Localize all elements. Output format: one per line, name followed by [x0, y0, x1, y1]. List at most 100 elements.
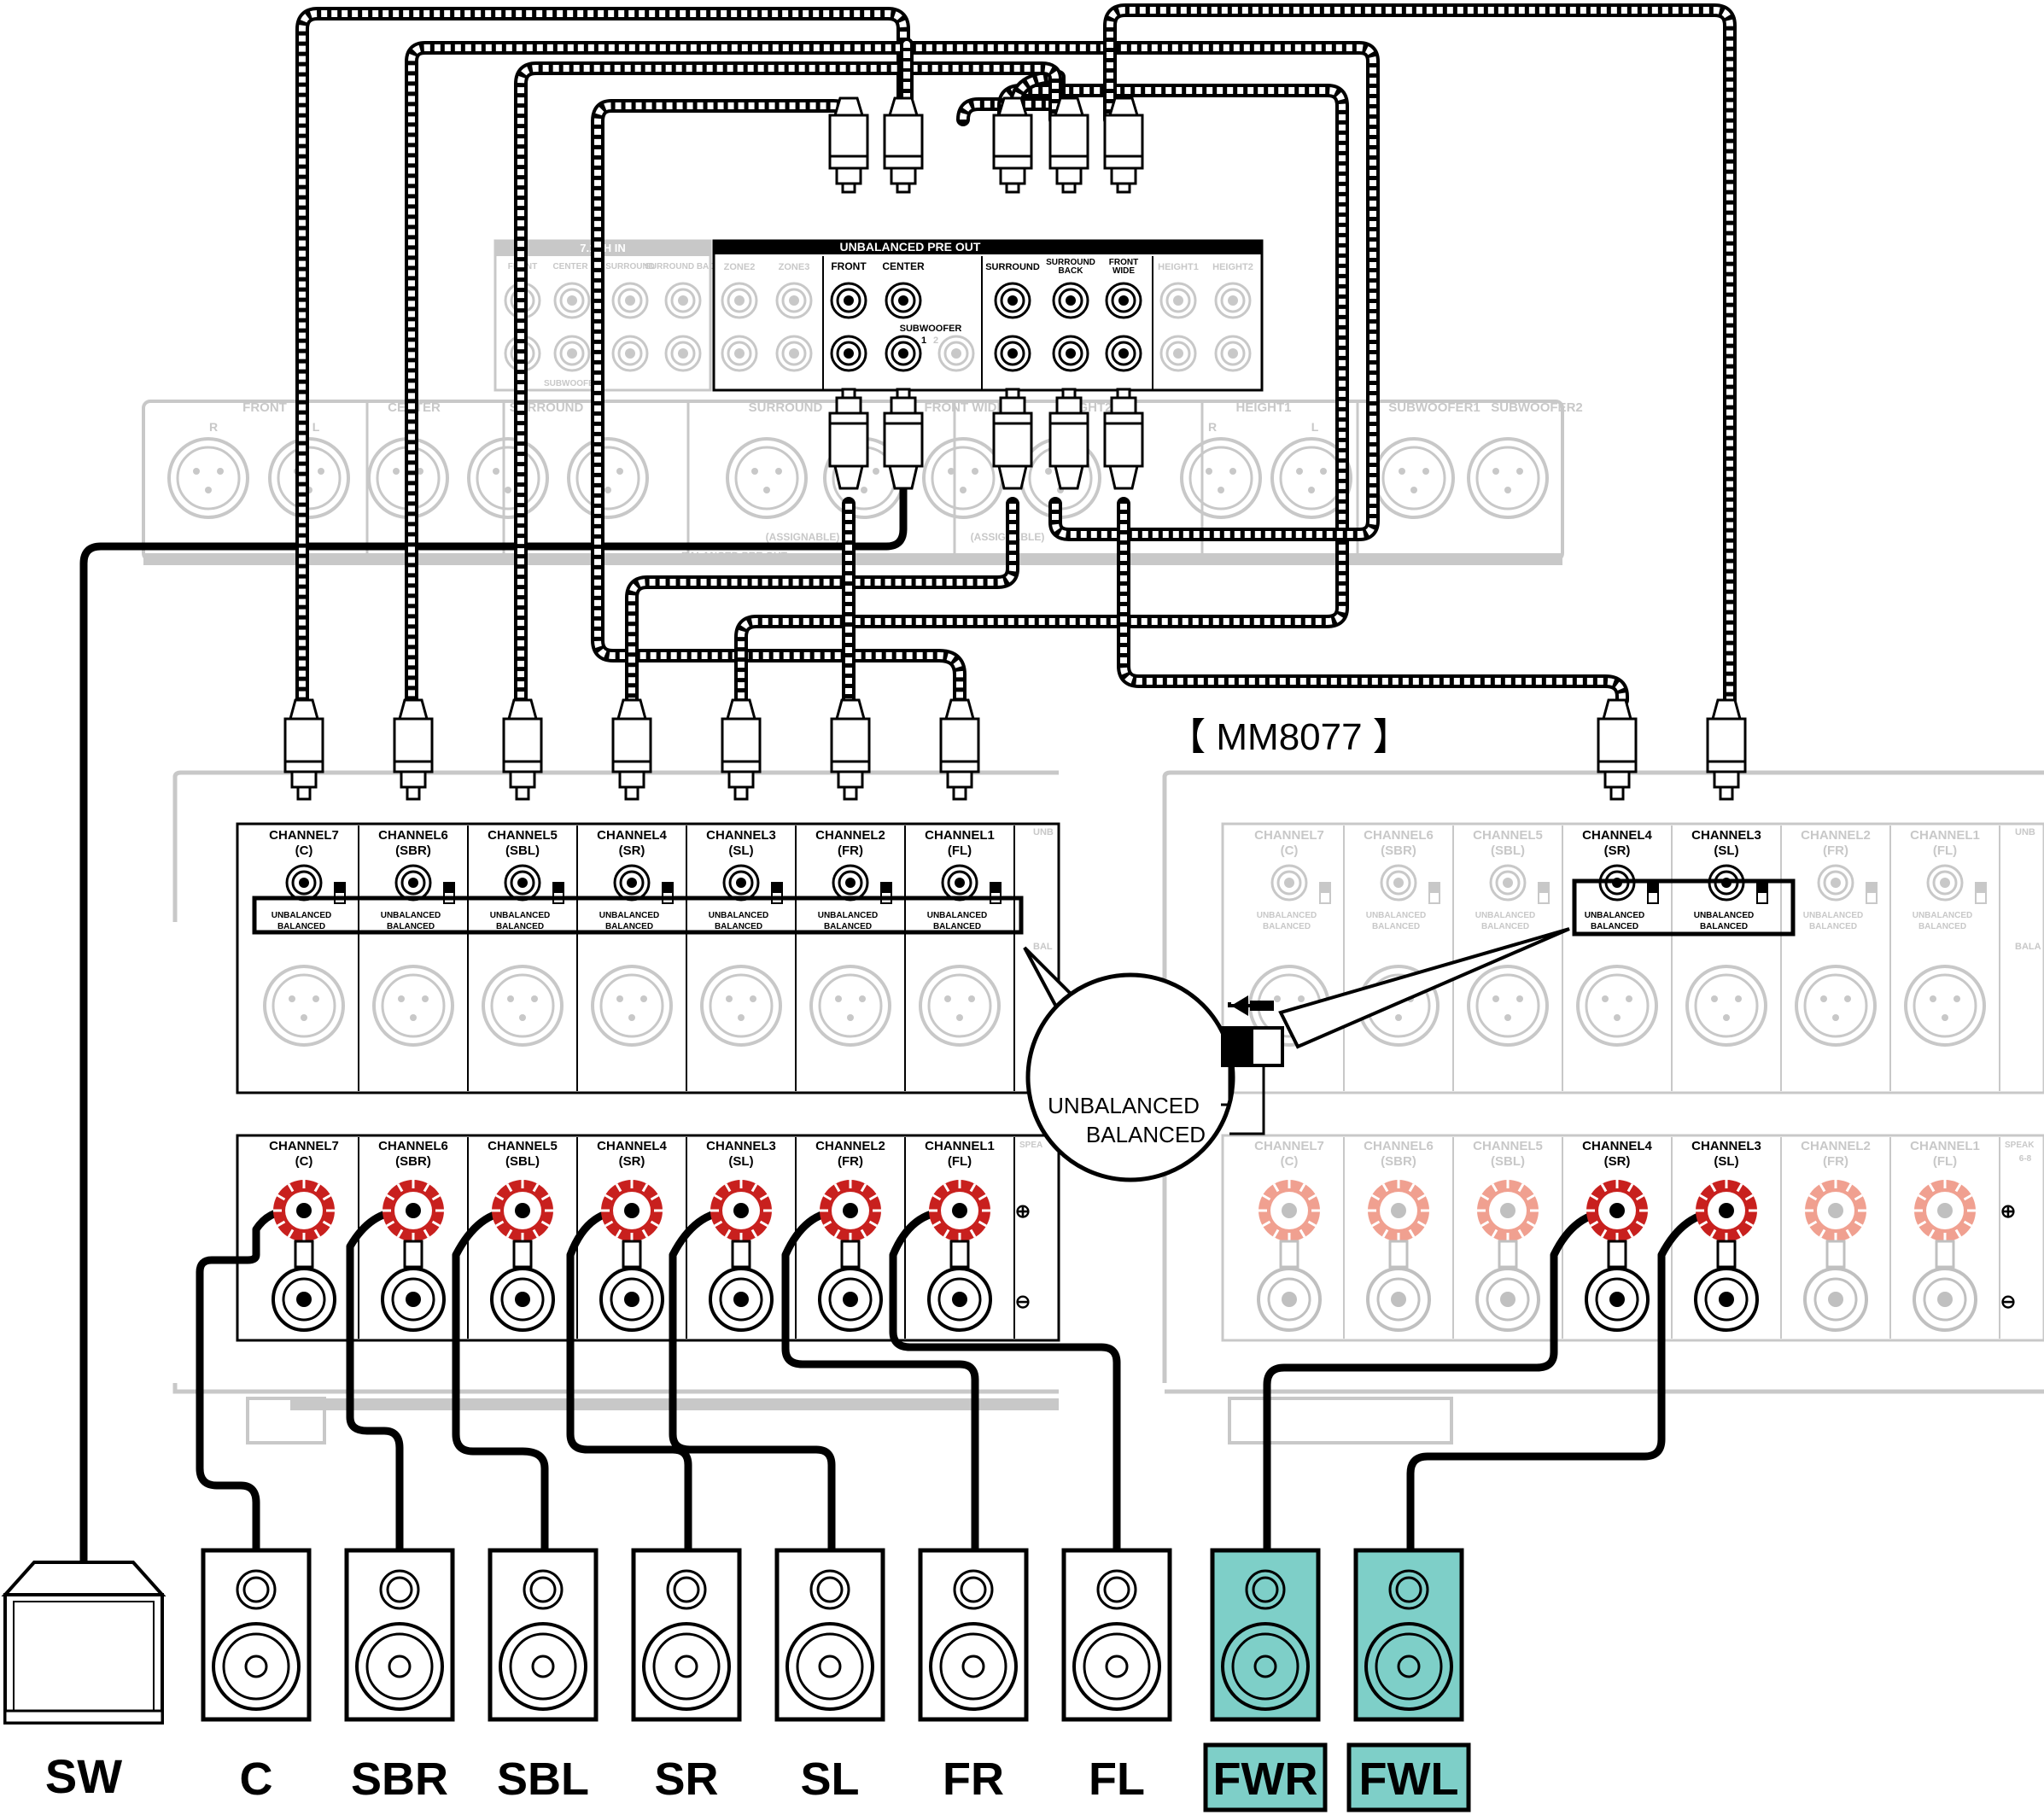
cable-center-dash — [299, 10, 907, 700]
terminal-minus-hole — [1719, 1292, 1734, 1307]
terminal-ridge — [1918, 1220, 1927, 1228]
left-input-panel — [236, 822, 1060, 1094]
terminal-ridge — [750, 1183, 758, 1193]
channel-sub: (FL) — [948, 843, 972, 858]
rca-ghost — [664, 335, 702, 372]
switch-knob — [990, 883, 1001, 893]
tweeter-inner — [960, 1576, 987, 1603]
plug-boot — [1108, 464, 1139, 490]
callout-circle — [1025, 972, 1235, 1182]
woofer-dust-cap — [818, 1655, 842, 1678]
in-label: SURROUND BACK — [645, 262, 721, 271]
model-label: 【 MM8077 】 — [1168, 716, 1410, 758]
switch-knob — [1866, 883, 1877, 893]
terminal-ridge — [287, 1228, 295, 1238]
plug-tip — [946, 770, 973, 789]
rca-ghost — [611, 335, 649, 372]
xlr-ghost — [263, 965, 345, 1047]
switch-top-label: UNBALANCED — [1475, 911, 1536, 920]
plug-tip — [835, 396, 862, 415]
terminal-minus-hole — [1500, 1292, 1515, 1307]
terminal-ridge — [860, 1228, 867, 1238]
rca-input-jack — [285, 864, 323, 902]
terminal-channel-sub: (FL) — [1933, 1154, 1957, 1169]
rca-plug — [992, 96, 1033, 194]
rca-ghost — [1159, 282, 1197, 319]
terminal-ridge — [1408, 1228, 1416, 1238]
terminal-ridge — [495, 1220, 505, 1228]
channel-sub: (SBL) — [505, 843, 540, 858]
plug-pin — [952, 785, 967, 801]
plug-tip — [618, 770, 645, 789]
terminal-ridge — [1626, 1183, 1634, 1193]
terminal-channel-sub: (C) — [1281, 1154, 1299, 1169]
subwoofer-num-2: 2 — [933, 336, 938, 346]
terminal-channel-sub: (SBL) — [505, 1154, 540, 1169]
xlr-jack-ghost — [1467, 437, 1549, 519]
terminal-ridge — [1299, 1183, 1306, 1193]
plug-body — [1597, 717, 1638, 773]
preout-label-zone2: ZONE2 — [724, 262, 756, 272]
rca-ghost — [1214, 335, 1252, 372]
terminal-minus-hole — [1282, 1292, 1297, 1307]
switch-top-label: UNBALANCED — [272, 911, 332, 920]
terminal-ridge — [750, 1228, 758, 1238]
terminal-ridge — [287, 1183, 295, 1193]
xlr-ghost — [919, 965, 1001, 1047]
woofer-dust-cap — [388, 1655, 412, 1678]
plug-tip — [509, 770, 536, 789]
channel-name: CHANNEL5 — [1473, 828, 1543, 843]
switch-top-label: UNBALANCED — [1803, 911, 1864, 920]
plug-boot — [1602, 698, 1632, 721]
xlr-ghost — [372, 965, 454, 1047]
channel-sub: (C) — [295, 843, 313, 858]
terminal-bridge — [1498, 1240, 1518, 1269]
terminal-channel-sub: (SR) — [619, 1154, 645, 1169]
terminal-minus-hole — [296, 1292, 312, 1307]
rca-input-jack — [1817, 864, 1854, 902]
terminal-ridge — [868, 1220, 878, 1228]
cable-fwl-dash — [1107, 7, 1733, 700]
switch-knob — [1429, 883, 1440, 893]
cable-front-left-dash — [594, 102, 963, 700]
spk-cable-fl — [889, 1207, 1121, 1558]
terminal-plus-hole — [515, 1203, 530, 1218]
terminal-ridge — [431, 1220, 441, 1228]
left-amp-housing — [172, 770, 1059, 922]
rca-jack — [830, 282, 867, 319]
balanced-label: SURROUND — [749, 400, 823, 415]
woofer-dust-cap — [1105, 1655, 1129, 1678]
switch-top-label: UNBALANCED — [599, 911, 660, 920]
switch-bottom-label: BALANCED — [824, 922, 872, 931]
xlr-jack-ghost — [922, 437, 1004, 519]
terminal-ridge — [1381, 1183, 1389, 1193]
terminal-ridge — [1854, 1220, 1863, 1228]
preout-label-center: CENTER — [882, 260, 925, 272]
plug-body — [828, 411, 869, 468]
channel-sub: (SL) — [728, 843, 753, 858]
plug-body — [283, 717, 324, 773]
rca-plug — [283, 698, 324, 801]
terminal-ridge — [1744, 1220, 1754, 1228]
plus-sign: ⊕ — [2000, 1200, 2016, 1222]
callout-balanced: BALANCED — [1086, 1122, 1206, 1147]
terminal-ridge — [1371, 1193, 1381, 1201]
channel-name: CHANNEL1 — [1910, 828, 1980, 843]
assignable-label: (ASSIGNABLE) — [766, 531, 840, 543]
plug-boot — [944, 698, 975, 721]
tweeter-inner — [529, 1576, 557, 1603]
terminal-ridge — [1416, 1193, 1426, 1201]
plug-tip — [1055, 396, 1083, 415]
plug-tip — [1603, 770, 1631, 789]
rca-plug — [830, 698, 871, 801]
callout-arrow-tail — [1250, 1001, 1274, 1011]
plug-body — [883, 114, 924, 170]
rca-jack — [1105, 282, 1142, 319]
cables — [79, 3, 1737, 1567]
terminal-ridge — [1744, 1193, 1754, 1201]
terminal-plus-hole — [1282, 1203, 1297, 1218]
terminal-channel-name: CHANNEL1 — [925, 1139, 995, 1153]
plug-tip — [290, 770, 318, 789]
terminal-ridge — [714, 1193, 723, 1201]
